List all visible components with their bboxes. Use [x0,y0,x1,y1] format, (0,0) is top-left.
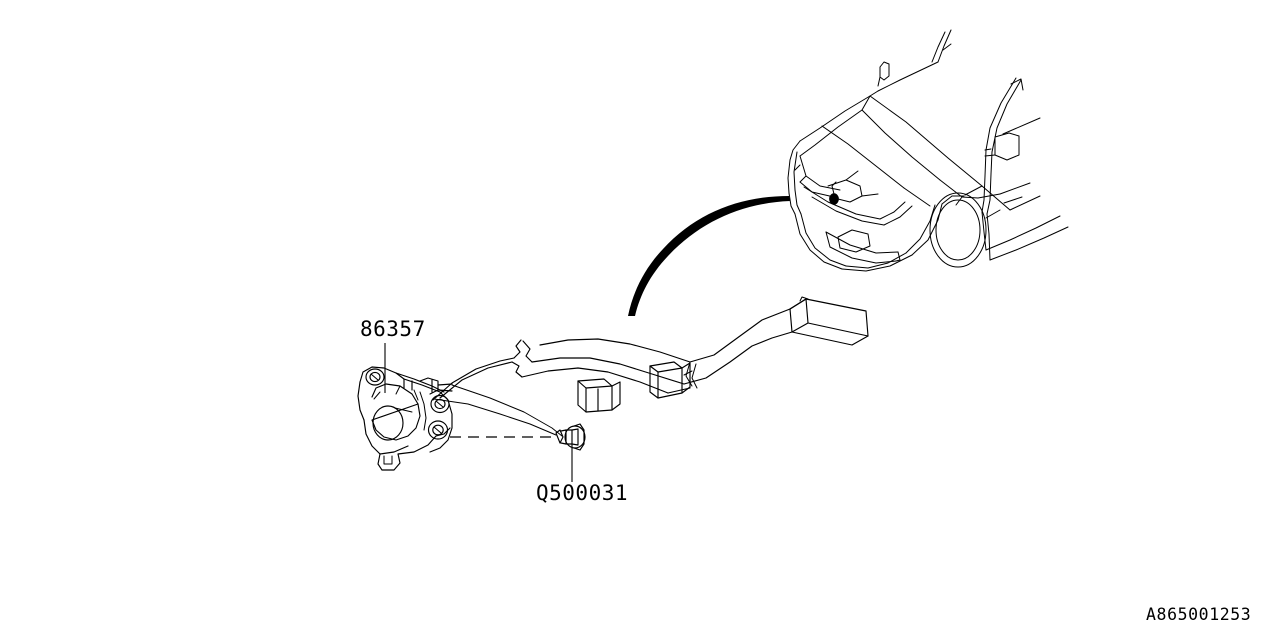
location-leader-line [628,196,790,316]
vehicle-outline [787,29,1069,272]
mounting-bolt-part [555,423,586,451]
callout-label-q500031: Q500031 [536,481,628,505]
vehicle-location-marker [829,193,839,205]
horn-assembly-part [357,366,453,471]
assembly-reference-lines [433,384,563,438]
wiring-harness [432,296,869,413]
callout-leader-lines [384,343,573,482]
figure-code: A865001253 [1146,605,1251,624]
callout-label-86357: 86357 [360,317,426,341]
